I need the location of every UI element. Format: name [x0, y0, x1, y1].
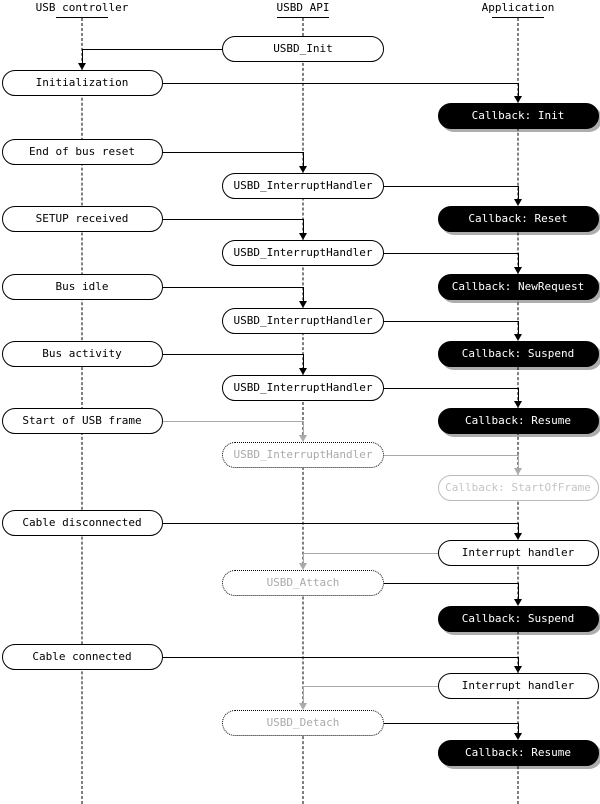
message-arrowhead-15 [514, 599, 522, 606]
node-n18[interactable]: Callback: StartOfFrame [437, 475, 599, 501]
node-n1[interactable]: USBD_Init [222, 36, 384, 62]
message-line-3 [162, 152, 303, 153]
column-tick-application [492, 17, 544, 18]
node-n17[interactable]: USBD_InterruptHandler [222, 442, 384, 468]
column-header-controller: USB controller [35, 1, 129, 14]
node-n15[interactable]: Start of USB frame [1, 408, 163, 434]
column-header-application: Application [481, 1, 555, 14]
message-line-14 [303, 553, 438, 554]
message-drop-10 [518, 388, 519, 401]
message-line-16 [162, 657, 518, 658]
message-line-1 [82, 49, 222, 50]
message-drop-5 [303, 219, 304, 233]
message-drop-17 [303, 686, 304, 703]
message-arrowhead-8 [514, 334, 522, 341]
node-n24[interactable]: Interrupt handler [437, 673, 599, 699]
column-tick-usbd_api [277, 17, 329, 18]
message-drop-4 [518, 186, 519, 199]
message-arrowhead-7 [299, 301, 307, 308]
message-drop-8 [518, 321, 519, 334]
message-arrowhead-12 [514, 468, 522, 475]
message-arrowhead-13 [514, 533, 522, 540]
column-tick-controller [56, 17, 108, 18]
node-n14[interactable]: USBD_InterruptHandler [222, 375, 384, 401]
message-line-11 [162, 421, 303, 422]
message-drop-6 [518, 253, 519, 267]
message-arrowhead-10 [514, 401, 522, 408]
message-drop-18 [518, 723, 519, 733]
node-n16[interactable]: Callback: Resume [437, 408, 599, 434]
message-drop-16 [518, 657, 519, 666]
message-line-10 [384, 388, 518, 389]
message-line-18 [384, 723, 518, 724]
message-drop-13 [518, 523, 519, 533]
node-n25[interactable]: USBD_Detach [222, 710, 384, 736]
message-arrowhead-17 [299, 703, 307, 710]
node-n12[interactable]: Bus activity [1, 341, 163, 367]
message-drop-14 [303, 553, 304, 563]
message-line-6 [384, 253, 518, 254]
node-n26[interactable]: Callback: Resume [437, 740, 599, 766]
message-drop-1 [82, 49, 83, 63]
node-n19[interactable]: Cable disconnected [1, 510, 163, 536]
message-line-8 [384, 321, 518, 322]
message-line-4 [384, 186, 518, 187]
node-n4[interactable]: End of bus reset [1, 139, 163, 165]
node-n7[interactable]: Callback: Reset [437, 206, 599, 232]
message-line-5 [162, 219, 303, 220]
node-n11[interactable]: USBD_InterruptHandler [222, 308, 384, 334]
node-n20[interactable]: Interrupt handler [437, 540, 599, 566]
message-drop-9 [303, 354, 304, 368]
message-line-7 [162, 287, 303, 288]
message-drop-15 [518, 583, 519, 599]
node-n13[interactable]: Callback: Suspend [437, 341, 599, 367]
message-line-15 [384, 583, 518, 584]
message-drop-2 [518, 83, 519, 96]
message-arrowhead-6 [514, 267, 522, 274]
message-arrowhead-1 [78, 63, 86, 70]
message-line-12 [384, 455, 518, 456]
message-arrowhead-5 [299, 233, 307, 240]
message-arrowhead-11 [299, 435, 307, 442]
lifeline-usbd_api [302, 18, 304, 804]
message-drop-11 [303, 421, 304, 435]
node-n23[interactable]: Cable connected [1, 644, 163, 670]
message-line-13 [162, 523, 518, 524]
message-line-9 [162, 354, 303, 355]
node-n8[interactable]: USBD_InterruptHandler [222, 240, 384, 266]
message-drop-12 [518, 455, 519, 468]
message-arrowhead-18 [514, 733, 522, 740]
message-arrowhead-4 [514, 199, 522, 206]
message-arrowhead-3 [299, 166, 307, 173]
message-drop-3 [303, 152, 304, 166]
node-n5[interactable]: USBD_InterruptHandler [222, 173, 384, 199]
node-n6[interactable]: SETUP received [1, 206, 163, 232]
message-arrowhead-9 [299, 368, 307, 375]
node-n9[interactable]: Bus idle [1, 274, 163, 300]
message-arrowhead-16 [514, 666, 522, 673]
node-n3[interactable]: Callback: Init [437, 103, 599, 129]
message-line-2 [162, 83, 518, 84]
node-n10[interactable]: Callback: NewRequest [437, 274, 599, 300]
column-header-usbd_api: USBD API [276, 1, 330, 14]
message-arrowhead-2 [514, 96, 522, 103]
message-arrowhead-14 [299, 563, 307, 570]
node-n21[interactable]: USBD_Attach [222, 570, 384, 596]
message-drop-7 [303, 287, 304, 301]
node-n2[interactable]: Initialization [1, 70, 163, 96]
message-line-17 [303, 686, 438, 687]
node-n22[interactable]: Callback: Suspend [437, 606, 599, 632]
